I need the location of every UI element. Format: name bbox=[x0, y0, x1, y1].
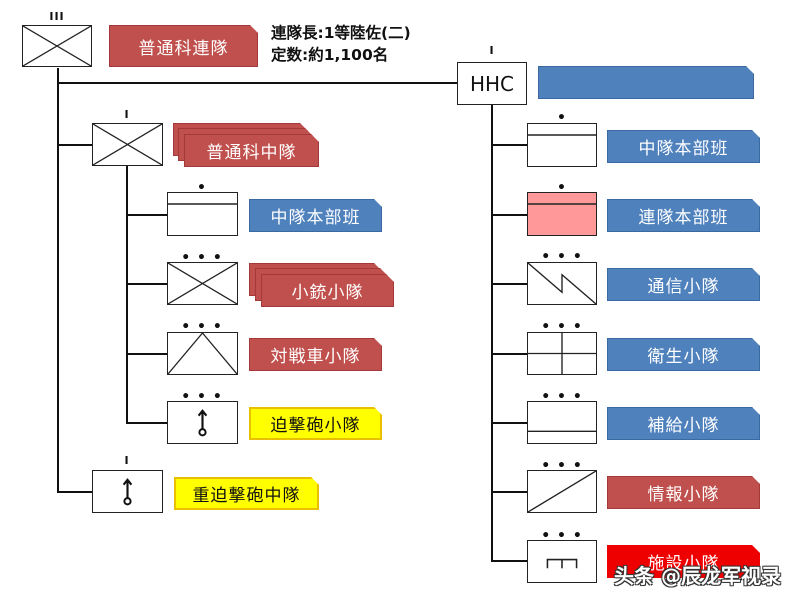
supply-platoon-symbol[interactable] bbox=[527, 401, 597, 444]
echelon-dots: • • • bbox=[541, 458, 583, 474]
regiment-echelon-mark: III bbox=[49, 10, 65, 23]
branch-antitank bbox=[126, 353, 167, 355]
hhc-company-hq-symbol[interactable] bbox=[527, 123, 597, 167]
echelon-dots: • • • bbox=[181, 250, 223, 266]
supply-bar-icon bbox=[528, 430, 596, 432]
branch-hhc-7 bbox=[491, 560, 527, 562]
infantry-cross-icon bbox=[23, 26, 91, 66]
echelon-dots: • • • bbox=[181, 389, 223, 405]
company-hq-symbol[interactable] bbox=[167, 192, 238, 236]
signal-platoon-label[interactable]: 通信小隊 bbox=[607, 268, 760, 301]
mortar-platoon-symbol[interactable] bbox=[167, 401, 238, 444]
branch-hhc-3 bbox=[491, 283, 527, 285]
engineer-icon bbox=[546, 558, 578, 569]
regiment-infantry-symbol[interactable] bbox=[22, 25, 92, 67]
regiment-strength-text: 定数:約1,100名 bbox=[271, 46, 389, 64]
hhc-symbol[interactable]: HHC bbox=[457, 62, 527, 105]
medical-platoon-symbol[interactable] bbox=[527, 332, 597, 375]
antitank-platoon-symbol[interactable] bbox=[167, 332, 238, 375]
antitank-platoon-label[interactable]: 対戦車小隊 bbox=[249, 338, 382, 371]
regiment-label[interactable]: 普通科連隊 bbox=[109, 25, 258, 67]
regiment-trunk-line bbox=[57, 68, 59, 493]
echelon-dots: • • • bbox=[541, 319, 583, 335]
branch-heavy-mortar bbox=[57, 491, 92, 493]
echelon-dots: • • • bbox=[541, 249, 583, 265]
branch-hhc-6 bbox=[491, 491, 527, 493]
branch-infantry-company bbox=[57, 144, 92, 146]
echelon-dots: • • • bbox=[541, 528, 583, 544]
mortar-platoon-label[interactable]: 迫撃砲小隊 bbox=[249, 407, 382, 440]
rifle-platoon-label: 小銃小隊 bbox=[261, 274, 394, 307]
engineer-platoon-label[interactable]: 施設小隊 bbox=[607, 545, 760, 578]
heavy-mortar-company-label[interactable]: 重迫撃砲中隊 bbox=[174, 477, 319, 510]
signal-lightning-icon bbox=[528, 263, 596, 304]
antitank-icon bbox=[168, 333, 237, 374]
infantry-cross-icon bbox=[93, 124, 162, 165]
company-trunk-line bbox=[126, 166, 128, 424]
supply-platoon-label[interactable]: 補給小隊 bbox=[607, 407, 760, 440]
regiment-hq-symbol[interactable] bbox=[527, 192, 597, 236]
branch-hhc-4 bbox=[491, 353, 527, 355]
echelon-dots: • • • bbox=[541, 389, 583, 405]
mortar-icon bbox=[197, 409, 208, 437]
heavy-mortar-echelon-mark: I bbox=[124, 454, 130, 467]
company-hq-label[interactable]: 中隊本部班 bbox=[249, 199, 382, 232]
regiment-info: 連隊長:1等陸佐(二) 定数:約1,100名 bbox=[271, 22, 411, 66]
reconnaissance-slash-icon bbox=[528, 471, 596, 512]
medical-cross-icon bbox=[528, 333, 596, 374]
infantry-company-label-stack[interactable]: 普通科中隊 bbox=[173, 123, 329, 168]
hhc-echelon-mark: I bbox=[489, 44, 495, 57]
branch-mortar-plt bbox=[126, 422, 167, 424]
branch-hhc-2 bbox=[491, 214, 527, 216]
headquarters-icon bbox=[528, 134, 596, 136]
signal-platoon-symbol[interactable] bbox=[527, 262, 597, 305]
rifle-platoon-symbol[interactable] bbox=[167, 262, 238, 305]
headquarters-icon bbox=[528, 203, 596, 205]
branch-hhc-1 bbox=[491, 144, 527, 146]
echelon-dots: • bbox=[197, 180, 207, 196]
medical-platoon-label[interactable]: 衛生小隊 bbox=[607, 338, 760, 371]
hhc-label[interactable] bbox=[538, 66, 754, 99]
company-echelon-mark: I bbox=[124, 108, 130, 121]
regiment-commander-text: 連隊長:1等陸佐(二) bbox=[271, 24, 411, 42]
branch-hhc-5 bbox=[491, 422, 527, 424]
watermark: 头条 @辰龙军视录 bbox=[614, 564, 781, 588]
echelon-dots: • bbox=[557, 180, 567, 196]
infantry-company-label: 普通科中隊 bbox=[184, 134, 319, 167]
intelligence-platoon-label[interactable]: 情報小隊 bbox=[607, 476, 760, 509]
headquarters-icon bbox=[168, 203, 237, 205]
infantry-company-symbol[interactable] bbox=[92, 123, 163, 166]
echelon-dots: • bbox=[557, 110, 567, 126]
hhc-trunk-line bbox=[491, 105, 493, 562]
branch-rifle bbox=[126, 283, 167, 285]
hhc-text: HHC bbox=[469, 71, 515, 96]
branch-co-hq bbox=[126, 214, 167, 216]
infantry-cross-icon bbox=[168, 263, 237, 304]
engineer-platoon-symbol[interactable] bbox=[527, 540, 597, 583]
heavy-mortar-company-symbol[interactable] bbox=[92, 470, 163, 513]
hhc-company-hq-label[interactable]: 中隊本部班 bbox=[607, 130, 760, 163]
mortar-icon bbox=[122, 478, 133, 506]
regiment-to-hhc-line bbox=[57, 82, 458, 84]
intelligence-platoon-symbol[interactable] bbox=[527, 470, 597, 513]
echelon-dots: • • • bbox=[181, 319, 223, 335]
regiment-hq-label[interactable]: 連隊本部班 bbox=[607, 199, 760, 232]
rifle-platoon-label-stack[interactable]: 小銃小隊 bbox=[249, 263, 397, 308]
